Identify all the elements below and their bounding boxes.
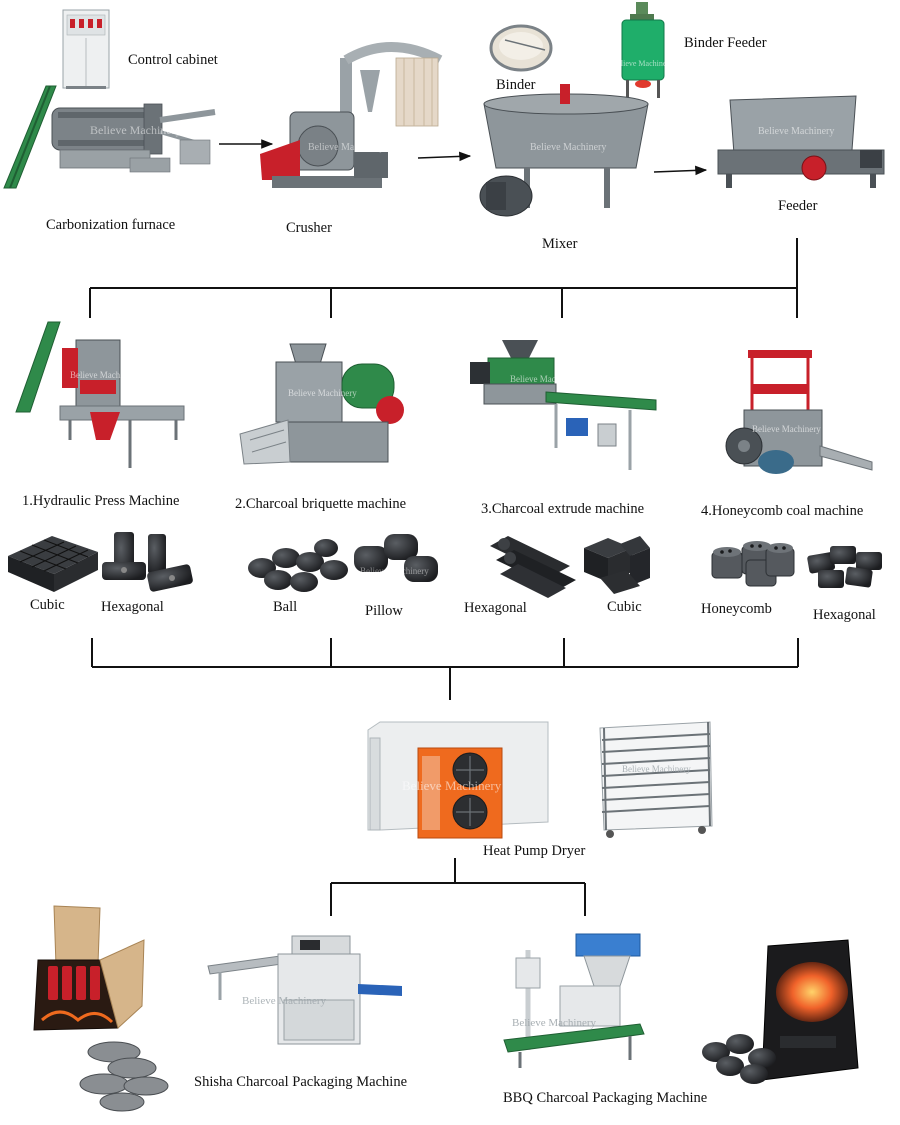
watermark: Believe Machinery [308,142,384,153]
shisha-charcoal-packaging-machine-illustration: Believe Machinery [207,935,402,1045]
charcoal-extrude-machine-illustration: Believe Machinery [470,340,657,470]
flow-arrow [417,151,472,162]
watermark: Believe Machinery [90,123,182,137]
cubic-briquettes-illustration [8,536,98,592]
honeycomb-briquettes-illustration [711,541,795,587]
label-mixer: Mixer [542,236,578,252]
hexagonal-sticks-illustration [490,536,576,598]
cubic-pieces-illustration [584,536,650,594]
watermark: Believe Machinery [242,995,326,1007]
branch-connector-packaging [330,858,586,916]
control-cabinet-illustration [62,9,110,89]
watermark: Believe Machinery [612,59,673,68]
bbq-charcoal-packaging-machine-illustration: Believe Machinery [503,933,645,1068]
hydraulic-press-illustration: Believe Machinery [15,321,185,468]
label-crusher: Crusher [286,220,332,236]
ball-briquettes-illustration [248,539,348,592]
shisha-charcoal-box-illustration [33,905,169,1112]
merge-connector-dryer [91,638,799,700]
carbonization-furnace-illustration: Believe Machinery [3,85,216,189]
label-product-ball: Ball [273,599,298,615]
label-binder-feeder: Binder Feeder [684,35,767,51]
watermark: Believe Machinery [510,374,579,384]
heat-pump-dryer-illustration: Believe Machinery [367,721,549,839]
label-carbonization-furnace: Carbonization furnace [46,217,176,233]
watermark: Believe Machinery [758,126,834,137]
branch-connector-machines [89,238,798,318]
watermark: Believe Machinery [530,142,606,153]
label-charcoal-extrude-machine: 3.Charcoal extrude machine [481,501,645,517]
label-product-hexagonal-piece: Hexagonal [813,607,876,623]
watermark: Believe Machinery [622,764,691,774]
label-product-hexagonal-stick: Hexagonal [464,600,527,616]
label-product-cubic: Cubic [30,597,65,613]
label-charcoal-briquette-machine: 2.Charcoal briquette machine [235,496,407,512]
watermark: Believe Machinery [402,778,502,793]
bbq-charcoal-bag-illustration [702,939,859,1084]
label-product-hexagonal: Hexagonal [101,599,164,615]
watermark: Believe Machinery [288,388,357,398]
label-binder: Binder [496,77,536,93]
label-feeder: Feeder [778,198,818,214]
label-shisha-charcoal-packaging-machine: Shisha Charcoal Packaging Machine [194,1074,408,1090]
label-control-cabinet: Control cabinet [128,52,218,68]
watermark: Believe Machinery [512,1017,596,1029]
label-bbq-charcoal-packaging-machine: BBQ Charcoal Packaging Machine [503,1090,708,1106]
mixer-illustration: Believe Machinery [479,84,649,217]
hexagonal-briquettes-illustration [102,532,193,592]
drying-trolley-illustration: Believe Machinery [599,721,713,838]
binder-illustration [489,24,553,72]
watermark: Believe Machinery [70,370,139,380]
flow-arrow [653,165,708,176]
binder-feeder-illustration: Believe Machinery [612,2,673,98]
pillow-briquettes-illustration: Believe Machinery [354,534,438,582]
label-hydraulic-press-machine: 1.Hydraulic Press Machine [22,493,180,509]
label-product-pillow: Pillow [365,603,403,619]
watermark: Believe Machinery [360,566,429,576]
crusher-illustration: Believe Machinery [260,42,443,188]
label-product-cubic-piece: Cubic [607,599,642,615]
watermark: Believe Machinery [752,424,821,434]
feeder-illustration: Believe Machinery [717,95,885,188]
label-honeycomb-coal-machine: 4.Honeycomb coal machine [701,503,864,519]
hexagonal-pieces-illustration [807,546,882,588]
label-heat-pump-dryer: Heat Pump Dryer [483,843,586,859]
honeycomb-coal-machine-illustration: Believe Machinery [725,350,873,474]
label-product-honeycomb: Honeycomb [701,601,772,617]
charcoal-briquette-machine-illustration: Believe Machinery [239,343,404,465]
